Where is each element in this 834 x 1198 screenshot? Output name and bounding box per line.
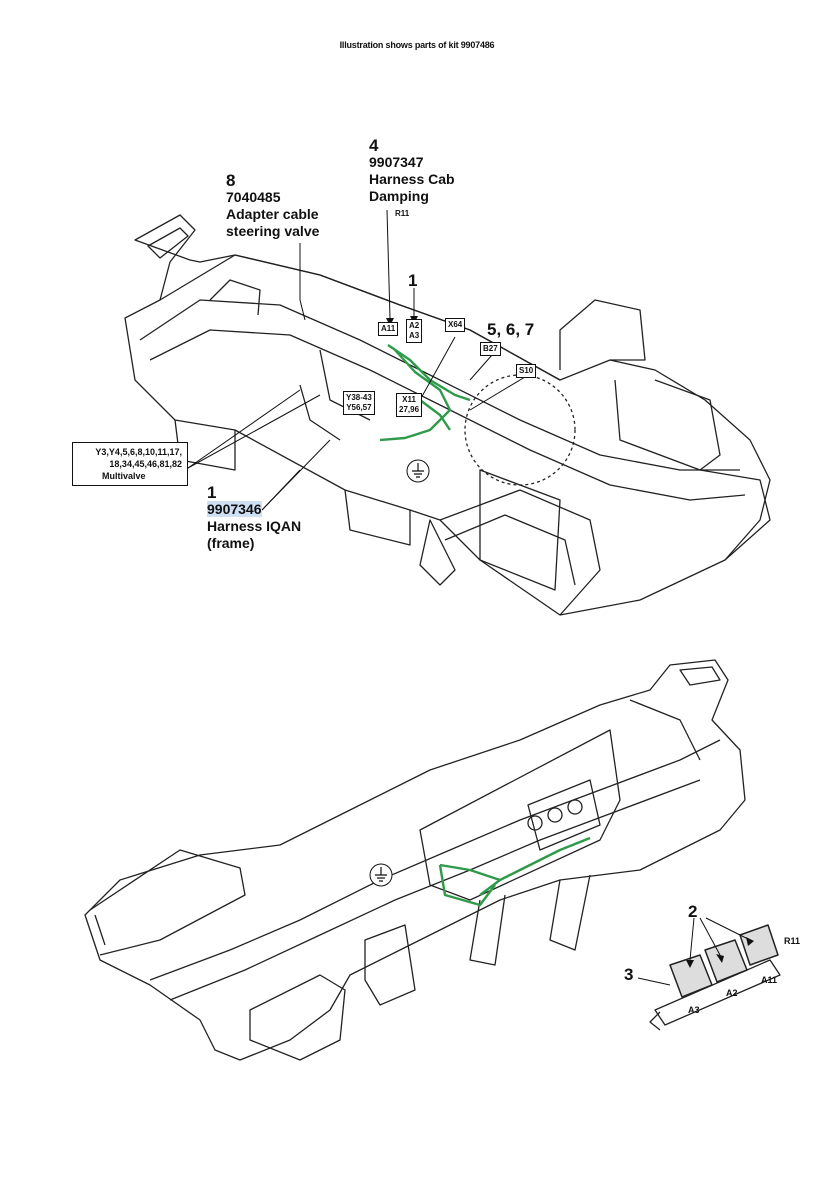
callout-1: 1 9907346 Harness IQAN (frame): [207, 484, 301, 552]
connector-tag-a11: A11: [378, 322, 399, 336]
connector-list: 18,34,45,46,81,82: [109, 459, 182, 469]
connector-tag-x64: X64: [445, 318, 466, 332]
part-number: 9907346: [207, 501, 262, 517]
connector-tag-y38: Y38-43 Y56,57: [343, 391, 375, 415]
part-description: steering valve: [226, 223, 320, 239]
callout-4: 4 9907347 Harness Cab Damping R11: [369, 137, 455, 222]
callout-number: 4: [369, 136, 379, 155]
connector-tag-s10: S10: [516, 364, 537, 378]
connector-tag-b27: B27: [480, 342, 501, 356]
callout-1-top: 1: [408, 271, 418, 290]
part-number: 9907347: [369, 154, 424, 170]
ground-symbol-icon: [405, 458, 431, 484]
detail-label-r11: R11: [784, 936, 801, 946]
detail-label-a3: A3: [688, 1005, 700, 1015]
lower-frame-illustration: [84, 659, 746, 1061]
part-description: Harness IQAN: [207, 518, 302, 534]
multivalve-label: Multivalve: [102, 471, 146, 481]
callout-3: 3: [624, 965, 634, 984]
part-description: Harness Cab: [369, 171, 455, 187]
page-title: Illustration shows parts of kit 9907486: [339, 40, 495, 50]
callout-8: 8 7040485 Adapter cable steering valve: [226, 172, 319, 240]
part-number: 7040485: [226, 189, 281, 205]
part-description: Damping: [369, 188, 429, 204]
callout-5-6-7: 5, 6, 7: [487, 320, 535, 339]
multivalve-detail-illustration: [649, 924, 781, 1031]
upper-frame-illustration: [124, 214, 771, 616]
multivalve-connector-box: Y3,Y4,5,6,8,10,11,17, 18,34,45,46,81,82 …: [72, 442, 188, 486]
connector-tag-x11: X11 27,96: [396, 393, 423, 417]
callout-number: 1: [207, 483, 217, 502]
connector-tag-a2-a3: A2 A3: [406, 319, 423, 343]
lower-harness-route: [438, 836, 591, 907]
leader-lines: [187, 209, 751, 986]
part-description: Adapter cable: [226, 206, 319, 222]
connector-label: R11: [395, 209, 410, 218]
callout-number: 8: [226, 171, 236, 190]
callout-2: 2: [688, 902, 698, 921]
upper-harness-route: [379, 344, 471, 442]
connector-list: Y3,Y4,5,6,8,10,11,17,: [95, 447, 182, 457]
detail-label-a11: A11: [761, 975, 778, 985]
part-description: (frame): [207, 535, 255, 551]
detail-label-a2: A2: [726, 988, 738, 998]
ground-symbol-icon: [368, 862, 394, 888]
